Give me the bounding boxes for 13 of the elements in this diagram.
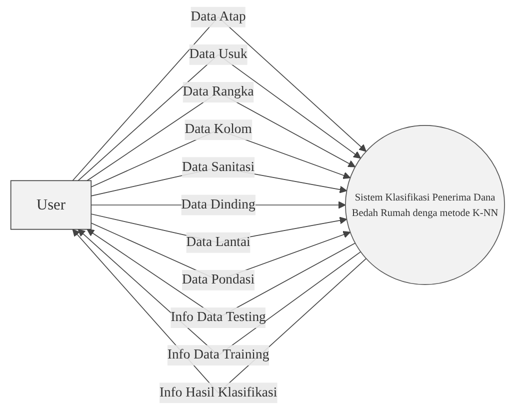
node-box: User [10,180,92,230]
edge-label: Data Pondasi [182,272,255,287]
edge-label: Data Usuk [190,46,248,62]
edge-label: Data Dinding [182,197,256,212]
edge-label: Data Lantai [186,234,251,250]
edge-label: Data Atap [191,9,246,24]
edge-label: Data Kolom [184,122,252,137]
node-circle: Sistem Klasifikasi Penerima Dana Bedah Rumah denga metode K-NN [345,125,506,285]
edge-label: Data Rangka [183,84,254,100]
edge-label: Data Sanitasi [182,160,255,174]
edge-label: Info Hasil Klasifikasi [160,385,278,400]
edge-label: Info Data Testing [170,310,266,325]
edge-label: Info Data Training [168,348,270,362]
